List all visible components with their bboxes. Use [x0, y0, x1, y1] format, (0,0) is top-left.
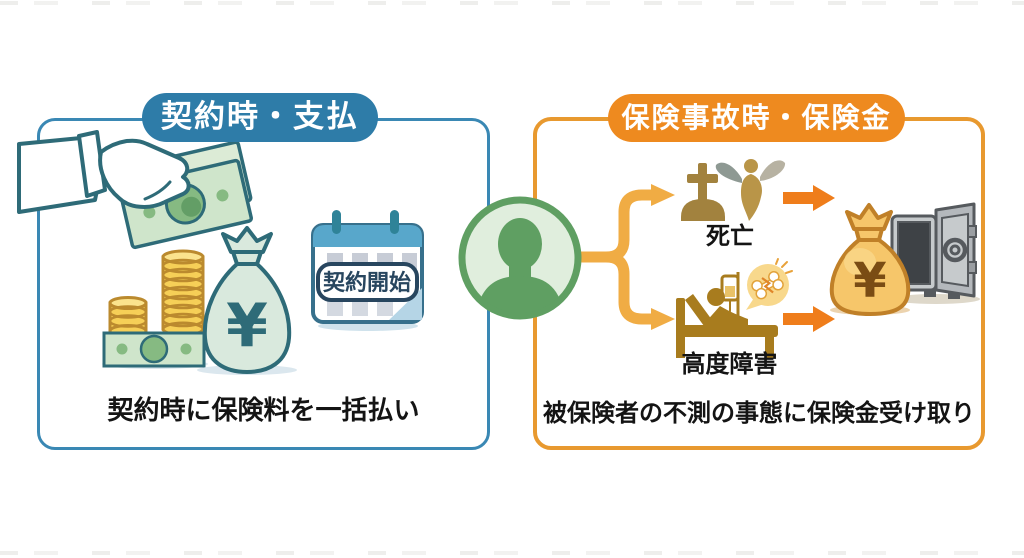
video-artifact-strip-bottom — [0, 551, 1024, 555]
payout-bag-currency: ¥ — [853, 253, 886, 309]
payment-caption: 契約時に保険料を一括払い — [107, 396, 420, 426]
arrow-right-icon — [783, 306, 835, 332]
calendar-icon: 契約開始 — [311, 210, 424, 331]
angel-icon — [715, 159, 786, 221]
premium-money-bag-icon: ¥ — [197, 226, 297, 375]
branch-arrow-icon — [578, 184, 675, 330]
death-label: 死亡 — [706, 222, 754, 250]
payout-money-bag-icon: ¥ — [829, 203, 911, 317]
broken-bone-bubble-icon — [746, 258, 793, 310]
arrow-right-icon — [783, 185, 835, 211]
calendar-stamp-label: 契約開始 — [322, 270, 411, 296]
premium-bag-currency: ¥ — [226, 291, 268, 361]
video-artifact-strip-top — [0, 1, 1024, 5]
claim-panel-title: 保険事故時・保険金 — [608, 94, 905, 142]
hand-giving-money-icon — [17, 130, 253, 250]
grave-icon — [681, 159, 786, 221]
payment-panel-title: 契約時・支払 — [142, 93, 378, 142]
iv-drip-icon — [720, 272, 740, 326]
safe-icon — [890, 202, 980, 304]
claim-caption: 被保険者の不測の事態に保険金受け取り — [543, 399, 975, 427]
insured-person-icon — [458, 196, 582, 320]
coin-stack-icon — [102, 249, 208, 369]
disability-label: 高度障害 — [681, 350, 778, 378]
hospital-bed-icon — [676, 258, 793, 358]
